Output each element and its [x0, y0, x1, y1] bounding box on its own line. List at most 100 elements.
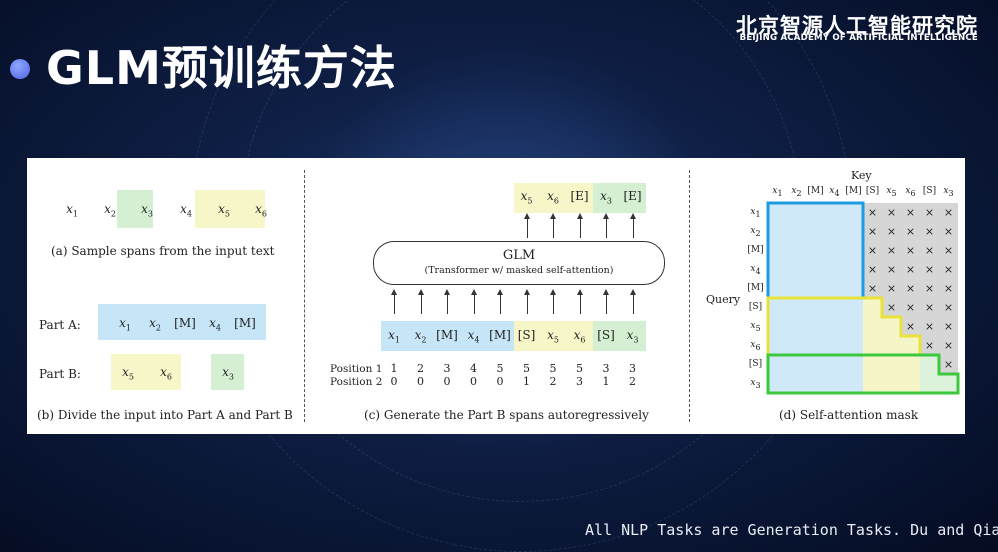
up-arrow-icon [603, 289, 609, 314]
input-token: x6 [573, 328, 586, 345]
key-label: Key [851, 169, 872, 182]
position-1-value: 3 [629, 362, 636, 375]
mask-cell: × [920, 317, 939, 336]
mask-cell: × [863, 203, 882, 222]
mask-cell [787, 374, 806, 393]
mask-cell: × [901, 279, 920, 298]
mask-cell [806, 355, 825, 374]
query-label: Query [706, 293, 741, 306]
span-highlight [117, 190, 153, 228]
key-token: x4 [829, 186, 840, 198]
mask-cell [806, 336, 825, 355]
panel-d-caption: (d) Self-attention mask [779, 408, 919, 422]
position-1-value: 5 [576, 362, 583, 375]
query-token: x1 [750, 207, 761, 219]
mask-cell: × [939, 317, 958, 336]
part-b-token: x5 [122, 365, 134, 382]
part-a-label: Part A: [39, 318, 81, 332]
input-token: x3 [626, 328, 639, 345]
mask-cell: × [939, 355, 958, 374]
mask-cell [920, 374, 939, 393]
mask-cell [768, 298, 787, 317]
output-span-box [513, 183, 593, 213]
query-token: [S] [748, 359, 763, 369]
mask-cell [787, 317, 806, 336]
output-span-box [593, 183, 646, 213]
mask-cell: × [920, 260, 939, 279]
input-span-box [513, 321, 593, 351]
query-token: x4 [750, 264, 761, 276]
mask-cell [825, 298, 844, 317]
panel-a-caption: (a) Sample spans from the input text [51, 244, 275, 258]
logo-subtext: BEIJING ACADEMY OF ARTIFICIAL INTELLIGEN… [739, 33, 978, 43]
position-1-value: 3 [443, 362, 451, 375]
position-2-value: 0 [470, 375, 477, 388]
mask-cell [844, 279, 863, 298]
mask-cell [768, 222, 787, 241]
mask-cell [787, 260, 806, 279]
mask-cell [787, 241, 806, 260]
mask-cell: × [920, 279, 939, 298]
position-2-value: 2 [629, 375, 636, 388]
position-2-value: 1 [523, 375, 530, 388]
mask-cell [787, 222, 806, 241]
panel-c-caption: (c) Generate the Part B spans autoregres… [364, 408, 649, 422]
mask-cell [787, 203, 806, 222]
query-token: [S] [748, 302, 763, 312]
mask-cell: × [863, 260, 882, 279]
mask-cell [825, 355, 844, 374]
mask-cell [901, 374, 920, 393]
mask-cell [863, 355, 882, 374]
position-2-value: 0 [390, 375, 398, 388]
key-token: [S] [922, 186, 937, 196]
mask-cell [863, 298, 882, 317]
mask-cell: × [882, 279, 901, 298]
mask-cell [844, 336, 863, 355]
mask-cell [825, 203, 844, 222]
mask-cell [825, 260, 844, 279]
glm-subtitle: (Transformer w/ masked self-attention) [424, 265, 614, 276]
mask-cell [787, 279, 806, 298]
output-token: [E] [623, 189, 642, 203]
mask-cell: × [882, 260, 901, 279]
mask-cell [863, 317, 882, 336]
mask-cell [768, 355, 787, 374]
mask-cell: × [939, 298, 958, 317]
query-token: x2 [750, 226, 761, 238]
mask-cell [844, 203, 863, 222]
output-token: [E] [570, 189, 589, 203]
part-a-token: x4 [209, 316, 221, 333]
mask-cell: × [920, 241, 939, 260]
mask-cell: × [939, 336, 958, 355]
up-arrow-icon [576, 289, 583, 314]
mask-cell [768, 336, 787, 355]
glm-figure: x1 x2 x3 x4 x5 x6 (a) Sample spans from the i… [27, 158, 965, 434]
mask-cell [768, 317, 787, 336]
mask-cell [825, 222, 844, 241]
token: x6 [255, 202, 267, 219]
up-arrow-icon [391, 289, 397, 314]
panel-divider [304, 170, 305, 422]
mask-cell [920, 355, 939, 374]
input-span-box [381, 321, 514, 351]
part-a-token: [M] [234, 316, 256, 330]
mask-cell [825, 279, 844, 298]
part-b-token: x3 [222, 365, 234, 382]
mask-cell: × [901, 203, 920, 222]
mask-cell [787, 336, 806, 355]
key-token: x3 [943, 186, 954, 198]
part-b-label: Part B: [39, 367, 81, 381]
key-token: x6 [905, 186, 916, 198]
input-token: [S] [597, 328, 615, 342]
position-2-value: 0 [443, 375, 451, 388]
up-arrow-icon [470, 289, 477, 314]
up-arrow-icon [444, 289, 450, 314]
mask-cell: × [863, 241, 882, 260]
key-token: x2 [791, 186, 802, 198]
query-token: x3 [750, 378, 761, 390]
query-token: x5 [750, 321, 761, 333]
position-2-value: 2 [549, 375, 557, 388]
span2-outline [766, 353, 960, 395]
mask-cell [901, 336, 920, 355]
glm-title: GLM [502, 248, 536, 263]
